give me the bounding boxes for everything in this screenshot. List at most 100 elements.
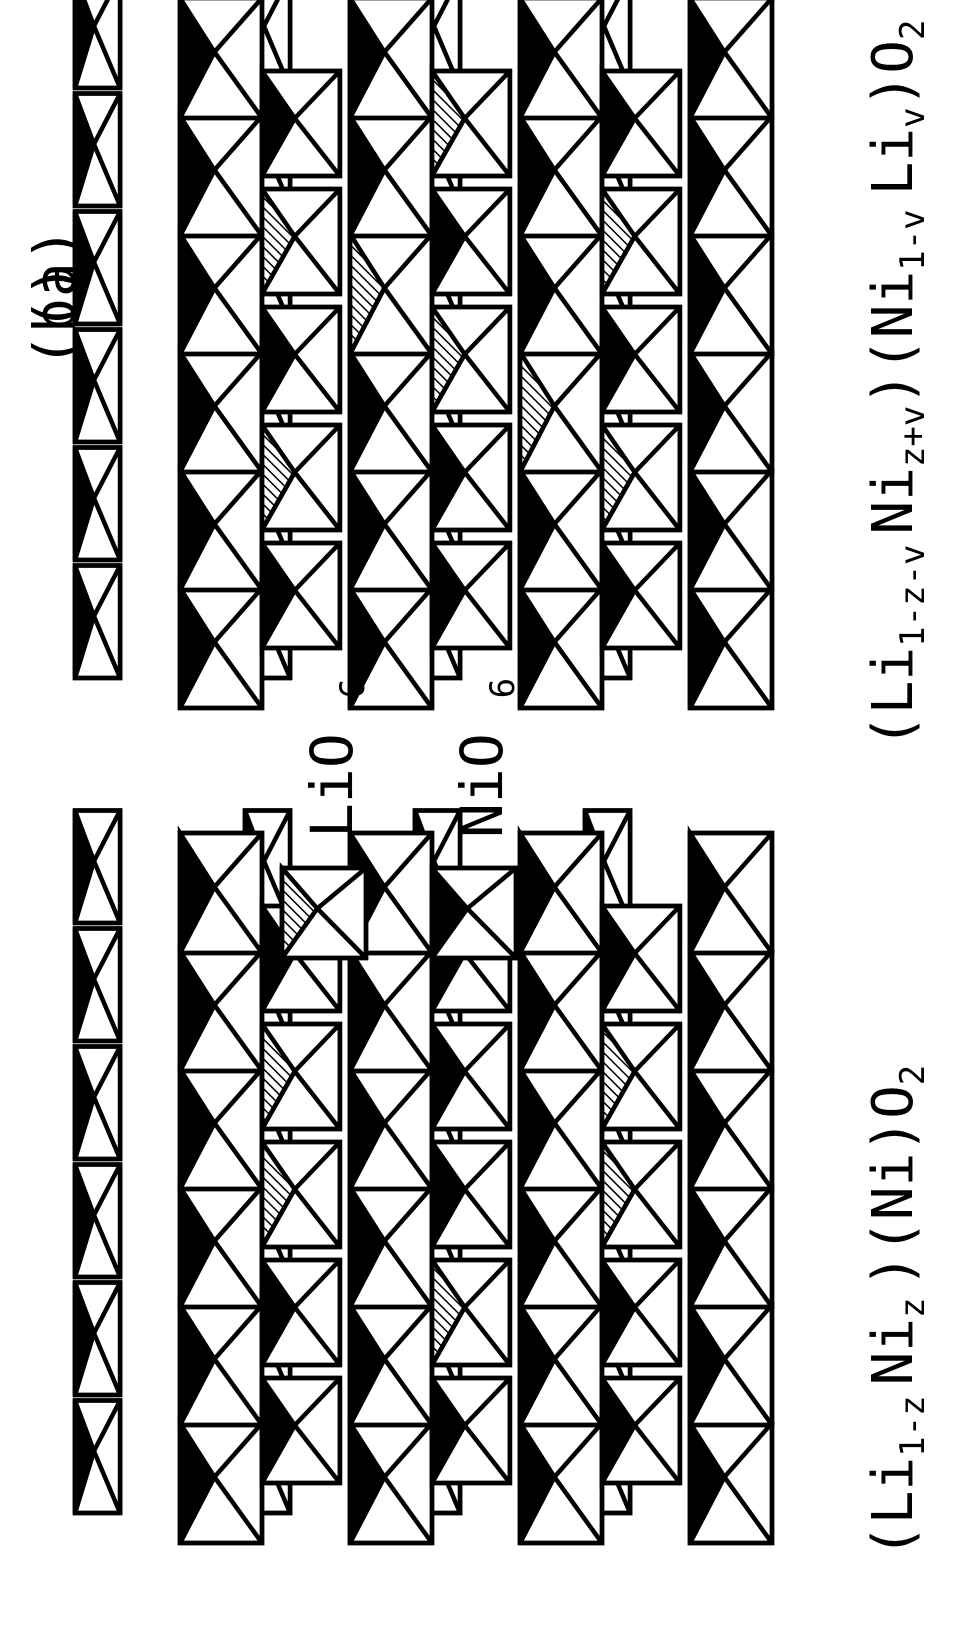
octahedron — [347, 1061, 435, 1192]
octahedron — [517, 462, 605, 593]
octahedron — [517, 943, 605, 1074]
octahedron-interlayer — [259, 1252, 343, 1374]
octahedron-interlayer — [599, 1252, 683, 1374]
octahedron-interlayer — [599, 535, 683, 657]
legend: LiO 6 NiO 6 — [279, 678, 523, 966]
octahedron-interlayer — [599, 181, 683, 303]
octahedron — [687, 108, 775, 239]
octahedron-interlayer — [429, 1370, 513, 1492]
octahedron — [177, 1415, 265, 1546]
octahedron — [687, 580, 775, 711]
legend-nio6-octahedron — [429, 861, 519, 966]
octahedron-interlayer — [259, 1016, 343, 1138]
octahedron — [347, 943, 435, 1074]
octahedron-back — [72, 1044, 123, 1162]
octahedron-interlayer — [259, 535, 343, 657]
octahedron — [517, 580, 605, 711]
octahedron — [347, 344, 435, 475]
octahedron-back — [72, 0, 123, 91]
octahedron-back — [72, 1280, 123, 1398]
legend-nio6-swatch — [429, 861, 519, 966]
octahedron — [177, 943, 265, 1074]
octahedron-interlayer — [259, 181, 343, 303]
octahedron — [347, 0, 435, 121]
octahedron-interlayer — [259, 1134, 343, 1256]
legend-lio6-swatch — [279, 861, 369, 966]
octahedron — [687, 0, 775, 121]
legend-lio6-text: LiO — [298, 733, 366, 838]
octahedron — [517, 0, 605, 121]
octahedron — [517, 1179, 605, 1310]
octahedron-interlayer — [429, 417, 513, 539]
octahedron — [177, 1179, 265, 1310]
octahedron-back — [72, 91, 123, 209]
octahedron-interlayer — [259, 1370, 343, 1492]
octahedron-interlayer — [599, 1370, 683, 1492]
octahedron — [517, 1297, 605, 1428]
octahedron-interlayer — [599, 898, 683, 1020]
octahedron — [687, 825, 775, 956]
octahedron — [177, 0, 265, 121]
octahedron — [687, 226, 775, 357]
legend-lio6-octahedron — [279, 861, 369, 966]
octahedron-interlayer — [599, 1016, 683, 1138]
legend-item-lio6: LiO 6 — [279, 678, 373, 966]
octahedron — [517, 108, 605, 239]
octahedron — [347, 1415, 435, 1546]
octahedron-back — [72, 209, 123, 327]
octahedron — [177, 226, 265, 357]
octahedron-interlayer — [259, 63, 343, 185]
octahedron — [177, 108, 265, 239]
octahedron — [177, 825, 265, 956]
octahedron-back — [72, 327, 123, 445]
octahedron — [347, 462, 435, 593]
octahedron-interlayer — [429, 181, 513, 303]
legend-lio6-subscript: 6 — [333, 678, 373, 698]
octahedron-interlayer — [599, 1134, 683, 1256]
octahedron — [177, 580, 265, 711]
svg-text:LiO 6: LiO 6 — [298, 678, 373, 838]
octahedron — [347, 1297, 435, 1428]
octahedron-back — [72, 1162, 123, 1280]
octahedron — [177, 462, 265, 593]
octahedron-interlayer — [429, 1252, 513, 1374]
octahedron-interlayer — [429, 1016, 513, 1138]
octahedron — [517, 344, 605, 475]
octahedron — [347, 108, 435, 239]
octahedron-interlayer — [429, 63, 513, 185]
legend-nio6-text: NiO — [448, 733, 516, 838]
octahedron-back — [72, 926, 123, 1044]
octahedron-interlayer — [599, 417, 683, 539]
formula-b: (Li1-z-vNiz+v)(Ni1-vLiv)O2 — [861, 20, 933, 749]
structure-a — [72, 808, 775, 1546]
octahedron — [687, 1179, 775, 1310]
octahedron-back — [72, 563, 123, 681]
octahedron-back — [72, 445, 123, 563]
octahedron — [177, 1297, 265, 1428]
formula-a: (Li1-zNiz)(Ni)O2 — [861, 1065, 933, 1558]
octahedron — [517, 825, 605, 956]
octahedron — [687, 943, 775, 1074]
octahedron-interlayer — [429, 299, 513, 421]
octahedron — [347, 1179, 435, 1310]
legend-nio6-subscript: 6 — [483, 678, 523, 698]
structure-b — [72, 0, 775, 711]
octahedron — [517, 226, 605, 357]
octahedron — [687, 1415, 775, 1546]
octahedron-interlayer — [599, 63, 683, 185]
octahedron — [177, 344, 265, 475]
octahedron — [687, 344, 775, 475]
octahedron — [687, 1297, 775, 1428]
svg-text:NiO 6: NiO 6 — [448, 678, 523, 838]
octahedron — [177, 1061, 265, 1192]
octahedron — [687, 462, 775, 593]
octahedron-interlayer — [259, 417, 343, 539]
octahedron-interlayer — [259, 299, 343, 421]
octahedron-interlayer — [429, 535, 513, 657]
legend-item-nio6: NiO 6 — [429, 678, 523, 966]
octahedron-back — [72, 1398, 123, 1516]
octahedron — [517, 1061, 605, 1192]
panel-b-title: (b) — [21, 263, 89, 368]
octahedron-interlayer — [599, 299, 683, 421]
